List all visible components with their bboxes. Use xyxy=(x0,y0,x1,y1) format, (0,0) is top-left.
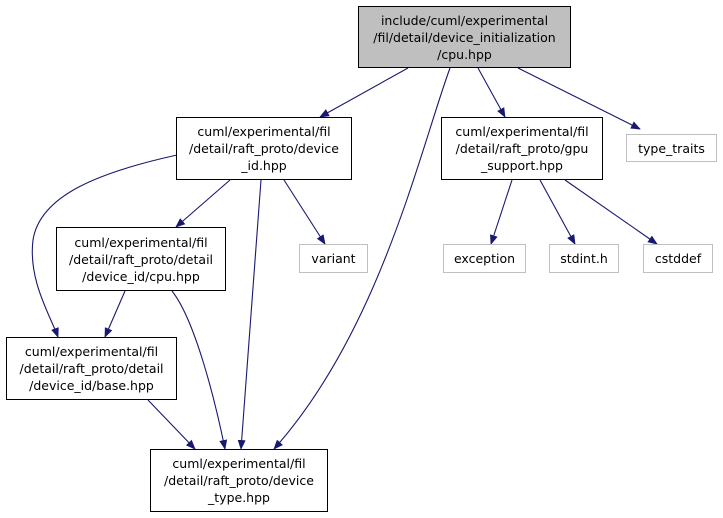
node-type-traits[interactable]: type_traits xyxy=(626,134,717,162)
node-device-id-base-hpp[interactable]: cuml/experimental/fil /detail/raft_proto… xyxy=(6,337,177,400)
node-cstddef[interactable]: cstddef xyxy=(643,244,713,273)
node-device-type-hpp[interactable]: cuml/experimental/fil /detail/raft_proto… xyxy=(150,449,328,512)
node-device-id-hpp[interactable]: cuml/experimental/fil /detail/raft_proto… xyxy=(176,117,352,180)
node-device-id-cpu-hpp[interactable]: cuml/experimental/fil /detail/raft_proto… xyxy=(56,227,226,291)
node-label-line: cuml/experimental/fil xyxy=(197,124,331,139)
edge-device-id-to-variant xyxy=(283,179,326,245)
edge-gpu-support-to-cstddef xyxy=(564,179,658,245)
edge-gpu-support-to-stdint xyxy=(539,179,576,245)
node-label-line: /cpu.hpp xyxy=(437,46,492,62)
edge-root-to-device-type xyxy=(273,67,451,450)
node-label-line: /detail/raft_proto/detail xyxy=(68,251,214,267)
edge-root-to-gpu-support xyxy=(477,67,506,118)
node-label-line: type_traits xyxy=(638,140,705,156)
node-label-line: /detail/raft_proto/detail xyxy=(19,361,164,376)
edge-device-id-to-device-type xyxy=(237,179,262,450)
node-label-line: cuml/experimental/fil xyxy=(172,456,306,471)
node-label-line: exception xyxy=(453,251,516,266)
node-label-line: /device_id/cpu.hpp xyxy=(82,268,200,284)
node-label-line: cuml/experimental/fil xyxy=(455,124,589,139)
node-variant[interactable]: variant xyxy=(299,244,368,273)
node-root-cpu-hpp[interactable]: include/cuml/experimental /fil/detail/de… xyxy=(358,6,571,68)
edge-root-to-device-id xyxy=(319,67,409,118)
node-label-line: /device_id/base.hpp xyxy=(29,378,154,393)
edge-device-id-cpu-to-device-type xyxy=(171,290,228,450)
node-label-line: /fil/detail/device_initialization xyxy=(373,29,556,45)
edge-gpu-support-to-exception xyxy=(490,179,513,245)
node-label-line: cuml/experimental/fil xyxy=(24,344,159,359)
edge-root-to-type-traits xyxy=(517,67,641,130)
edge-device-id-to-device-id-base xyxy=(31,154,178,338)
node-label-line: _id.hpp xyxy=(241,158,287,173)
node-label-line: variant xyxy=(311,251,356,266)
node-exception[interactable]: exception xyxy=(443,244,526,273)
node-gpu-support-hpp[interactable]: cuml/experimental/fil /detail/raft_proto… xyxy=(441,117,603,180)
node-label-line: cstddef xyxy=(654,251,702,266)
node-label-line: stdint.h xyxy=(560,251,608,266)
node-label-line: cuml/experimental/fil xyxy=(74,234,208,250)
edge-device-id-cpu-to-device-id-base xyxy=(104,290,126,338)
edge-device-id-base-to-device-type xyxy=(147,399,196,450)
node-label-line: /detail/raft_proto/device xyxy=(164,473,314,488)
node-label-line: _support.hpp xyxy=(480,158,563,173)
node-stdint-h[interactable]: stdint.h xyxy=(549,244,619,273)
edge-device-id-to-device-id-cpu xyxy=(175,179,231,228)
node-label-line: /detail/raft_proto/gpu xyxy=(455,141,589,156)
node-label-line: _type.hpp xyxy=(208,490,270,505)
node-label-line: include/cuml/experimental xyxy=(380,12,549,28)
node-label-line: /detail/raft_proto/device xyxy=(189,141,339,156)
